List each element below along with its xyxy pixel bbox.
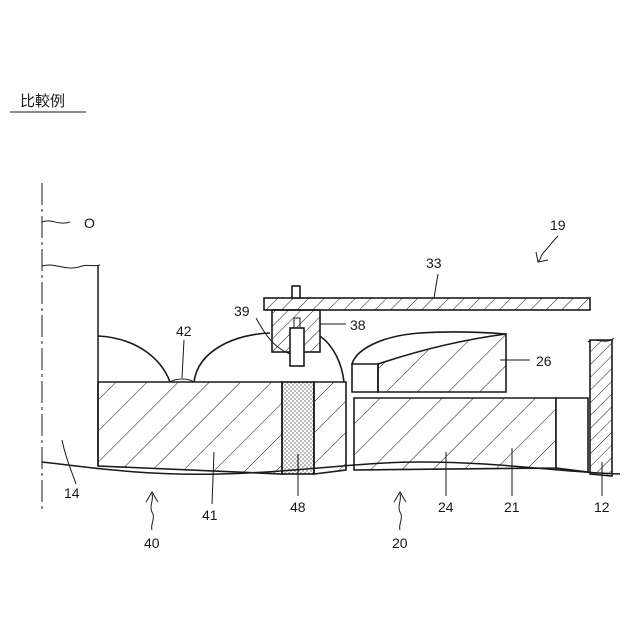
axis-label-leader: [42, 221, 70, 223]
ref-20: 20: [392, 535, 408, 551]
ref-21: 21: [504, 499, 520, 515]
ref-38: 38: [350, 317, 366, 333]
sensor-top-pin: [292, 286, 300, 298]
leader-14: [62, 440, 76, 484]
block-21: [556, 398, 588, 472]
ref-39: 39: [234, 303, 250, 319]
sensor-39: [290, 328, 304, 366]
block-41: [98, 382, 282, 474]
arrow-20: [394, 492, 406, 530]
ref-40: 40: [144, 535, 160, 551]
ref-12: 12: [594, 499, 610, 515]
seal-lip-left: [98, 336, 170, 382]
ref-33: 33: [426, 255, 442, 271]
axis-label-o: O: [84, 215, 95, 231]
block-41-right: [314, 382, 346, 474]
seal-lip-right: [320, 336, 344, 382]
housing-12: [590, 340, 612, 476]
slinger-26: [378, 334, 506, 392]
shaft-break-line: [42, 265, 100, 268]
ref-48: 48: [290, 499, 306, 515]
slinger-26-lip: [352, 364, 378, 392]
block-24: [354, 398, 556, 470]
figure-title: 比較例: [20, 92, 65, 110]
ref-26: 26: [536, 353, 552, 369]
arrow-40: [146, 492, 158, 530]
ref-41: 41: [202, 507, 218, 523]
ref-42: 42: [176, 323, 192, 339]
plate-33: [264, 298, 590, 310]
ref-14: 14: [64, 485, 80, 501]
ref-19: 19: [550, 217, 566, 233]
leader-33: [434, 274, 438, 298]
arrow-19: [536, 236, 558, 262]
ref-24: 24: [438, 499, 454, 515]
leader-42: [182, 340, 184, 378]
seal-lip-center: [194, 333, 270, 382]
